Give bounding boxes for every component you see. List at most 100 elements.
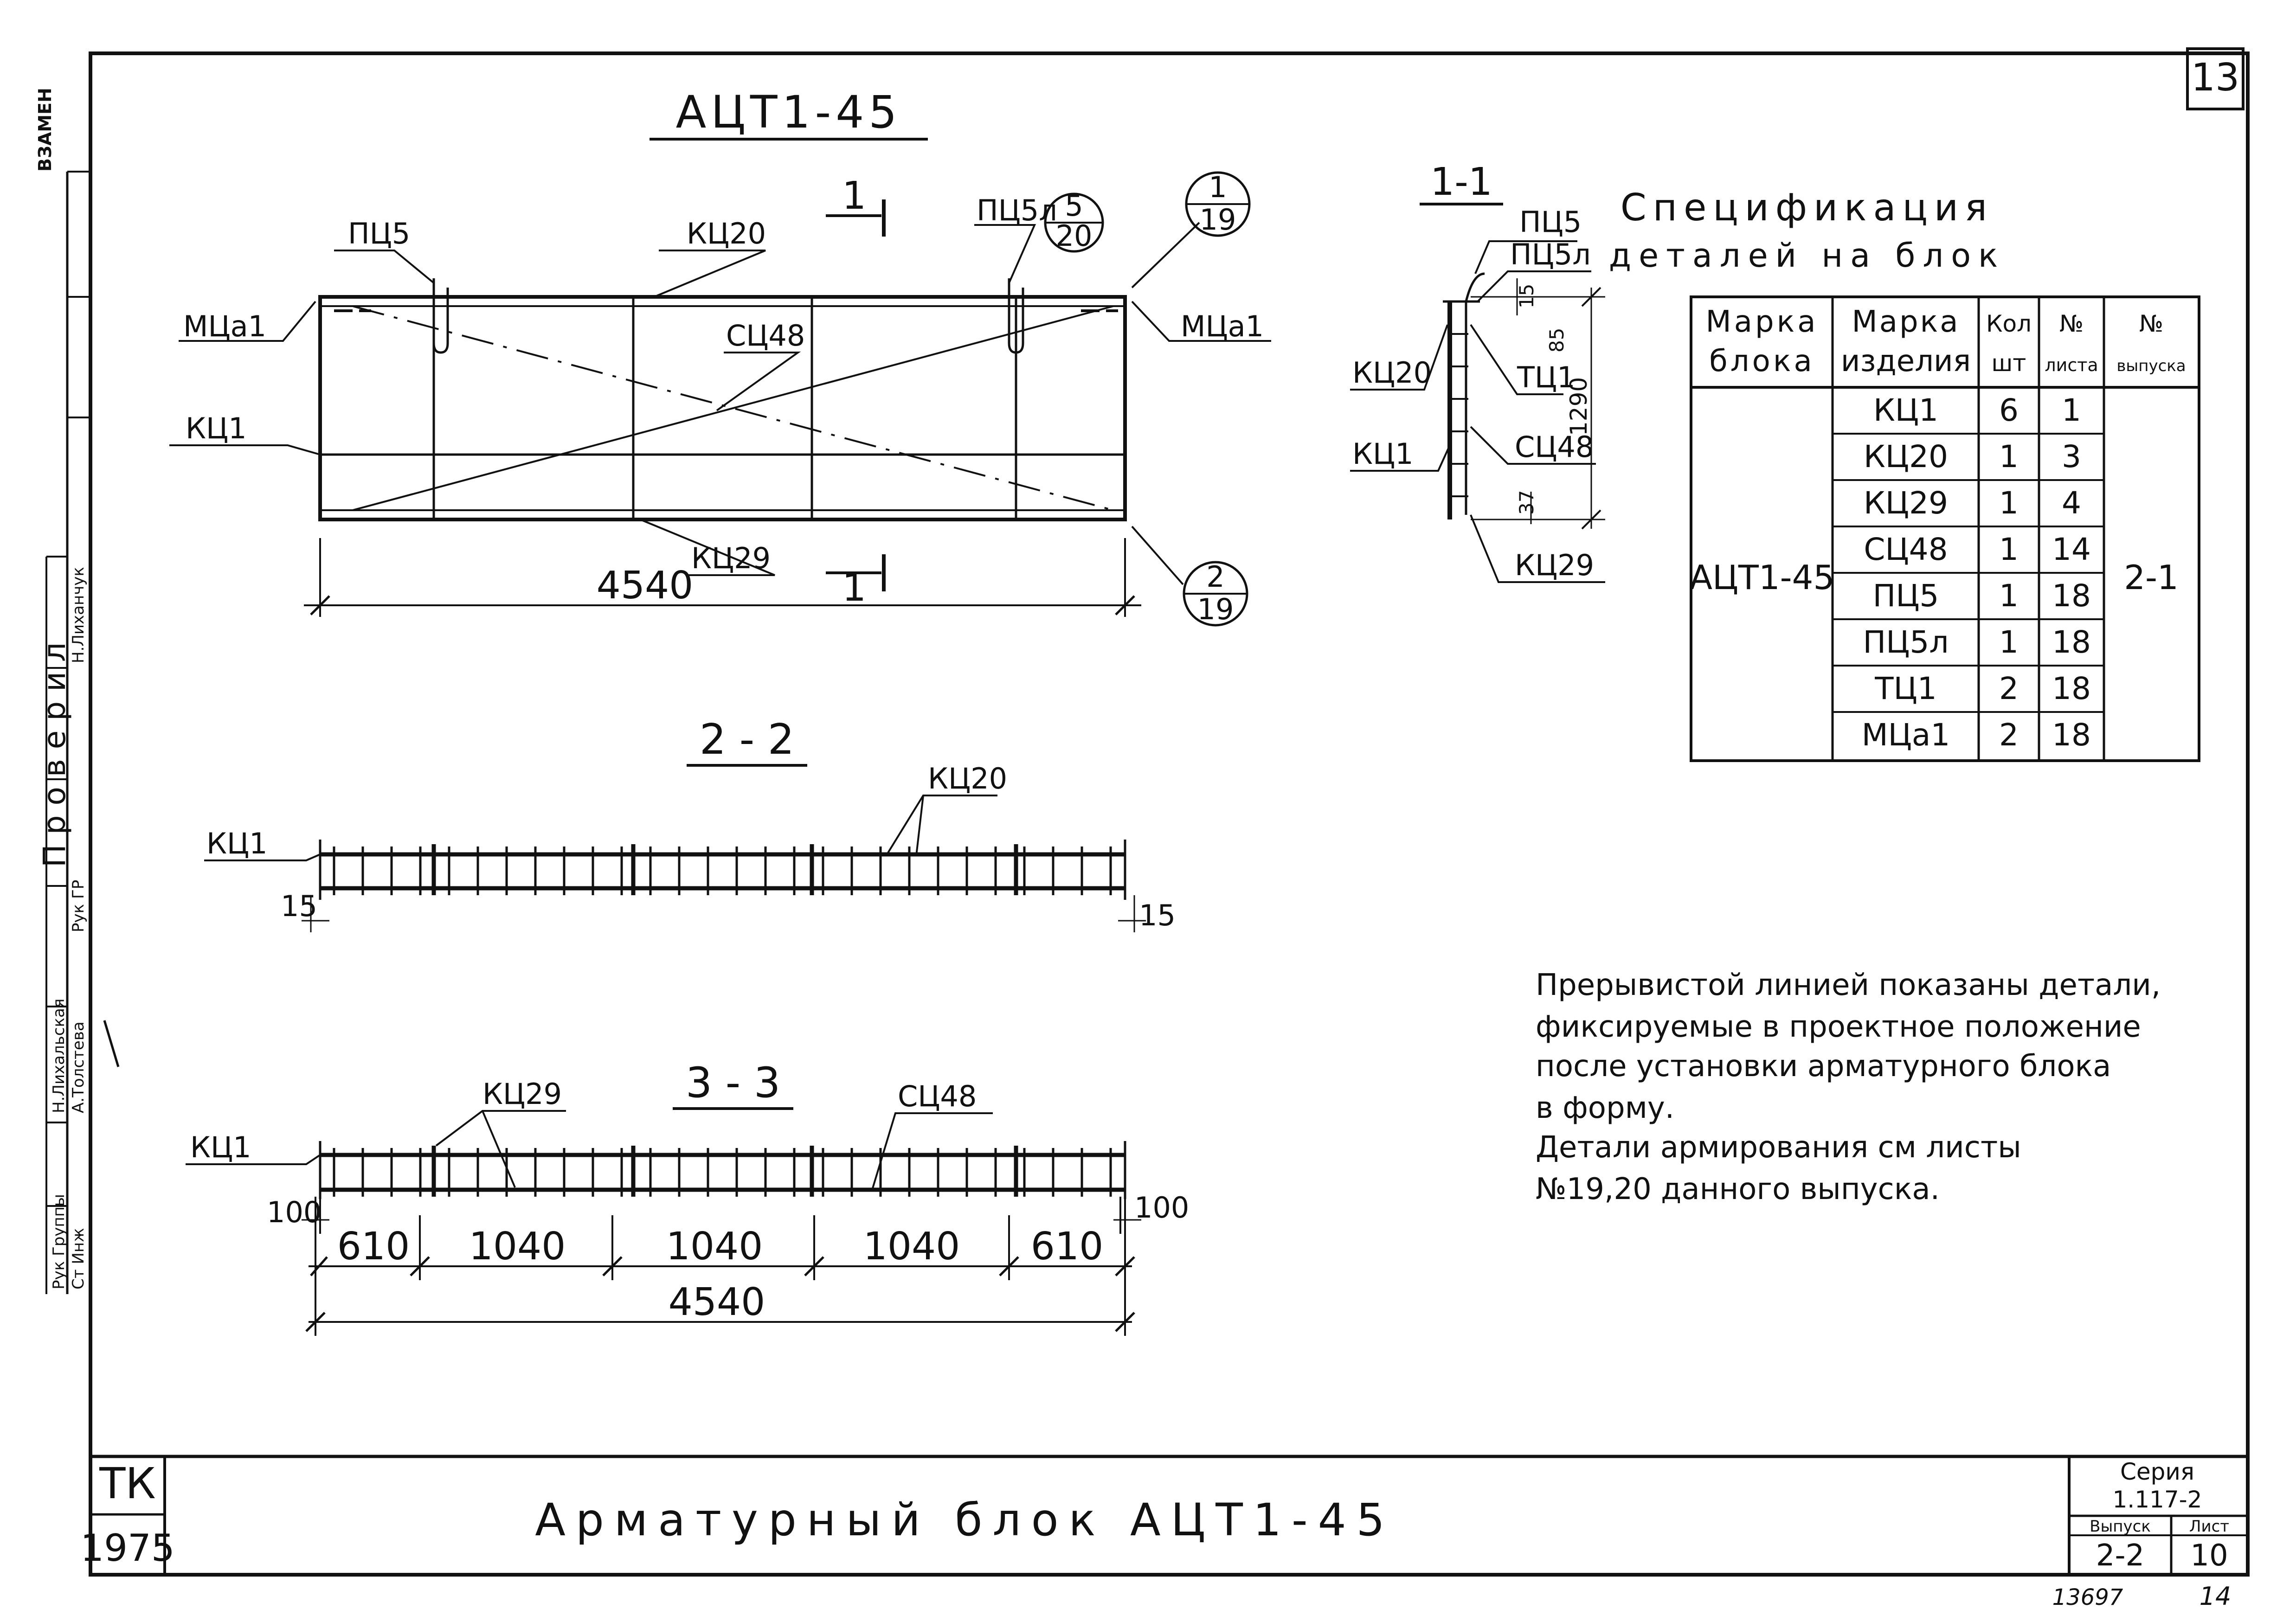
section-3-3-drawing [186,1110,1126,1199]
signer-role: Рук Группы [50,1194,68,1289]
notes-block: Прерывистой линией показаны детали, фикс… [1536,968,2161,1206]
sheet-number: 13 [2191,56,2239,100]
spec-header-sheet-2: листа [2045,355,2098,375]
s11-dim-1290: 1290 [1565,377,1592,436]
spec-cell-qty: 1 [1999,624,2019,660]
signer-name: Н.Лихальская [50,999,68,1113]
note-line: фиксируемые в проектное положение [1536,1010,2141,1044]
section-2-2-cross-bars [333,846,1112,895]
signer-name: А.Толстева [69,1021,88,1113]
label-kc1: КЦ1 [186,411,247,445]
callout-2-19-top: 2 [1206,560,1224,594]
section-cut-marks [826,199,886,591]
spec-cell-sheet: 1 [2062,392,2081,428]
section-mark-top: 1 [842,174,866,218]
callout-1-19 [1185,171,1251,237]
spec-cell-qty: 2 [1999,717,2019,753]
spec-header-block-2: блока [1709,344,1814,378]
s33-dim-segment: 1040 [863,1225,960,1269]
spec-cell-item: СЦ48 [1864,532,1948,567]
s33-dim-segment: 610 [337,1225,410,1269]
label-pc5l: ПЦ5л [977,193,1057,227]
spec-header-issue-1: № [2139,310,2163,337]
spec-cell-sheet: 4 [2062,485,2081,521]
s22-dim-left: 15 [281,889,317,923]
section-mark-bottom: 1 [842,566,866,610]
s11-label-kc29: КЦ29 [1515,548,1594,582]
label-kc20: КЦ20 [687,217,766,250]
s22-dim-right: 15 [1139,898,1176,932]
sheet-label: Лист [2189,1517,2229,1536]
spec-cell-item: ПЦ5л [1863,624,1949,660]
signer-role: Ст Инж [69,1228,88,1289]
label-pc5: ПЦ5 [348,217,410,250]
plan-length-dimension: 4540 [597,564,694,608]
spec-block-value: АЦТ1-45 [1690,558,1835,597]
callout-2-19 [1183,561,1248,627]
spec-cell-sheet: 18 [2052,671,2091,706]
signer-name: Н.Лиханчук [69,567,88,663]
spec-issue-value: 2-1 [2124,558,2179,597]
spec-cell-qty: 1 [1999,532,2019,567]
s11-label-pc5l: ПЦ5л [1510,237,1591,271]
note-line: в форму. [1536,1091,1674,1125]
s33-dim-segment: 1040 [469,1225,566,1269]
label-mca1-right: МЦа1 [1181,309,1264,343]
callout-5-20-bottom: 20 [1056,219,1093,253]
s11-label-sc48: СЦ48 [1515,430,1594,464]
spec-cell-qty: 1 [1999,578,2019,614]
s11-label-tc1: ТЦ1 [1517,360,1575,394]
s11-dim-15: 15 [1515,284,1538,308]
section-3-3-dimensions [302,1197,1141,1336]
s33-label-kc29: КЦ29 [482,1077,562,1111]
spec-header-qty-1: Кол [1986,310,2032,337]
page-number: 14 [2200,1582,2232,1611]
spec-header-qty-2: шт [1992,350,2026,377]
spec-header-item-1: Марка [1852,305,1960,339]
spec-cell-sheet: 14 [2052,532,2091,567]
spec-cell-qty: 6 [1999,392,2019,428]
s33-dim-right: 100 [1134,1191,1189,1225]
spec-title-line1: Спецификация [1621,186,1994,229]
spec-header-item-2: изделия [1841,344,1971,378]
section-1-1-title: 1-1 [1430,160,1492,204]
note-line: Прерывистой линией показаны детали, [1536,968,2161,1002]
sheet-frame [89,47,2250,1577]
stamp-text: ВЗАМЕН [35,88,55,172]
s33-dim-left: 100 [267,1195,322,1229]
s11-label-pc5: ПЦ5 [1519,205,1582,239]
signer-role: Рук ГР [69,880,88,932]
callout-1-19-top: 1 [1209,170,1227,204]
spec-cell-item: МЦа1 [1862,717,1950,753]
org-code: ТК [99,1459,156,1508]
series-value: 1.117-2 [2113,1486,2202,1513]
issue-label: Выпуск [2090,1517,2151,1536]
callout-1-19-bottom: 19 [1200,203,1236,237]
section-1-1-leaders [1350,240,1605,583]
spec-table-grid [1690,295,2200,762]
spec-header-block-1: Марка [1706,305,1819,339]
left-strip [45,171,120,1294]
spec-cell-qty: 1 [1999,485,2019,521]
spec-cell-item: КЦ1 [1873,392,1938,428]
spec-title-line2: деталей на блок [1609,237,2006,275]
note-line: Детали армирования см листы [1536,1130,2021,1165]
section-3-3-cross-bars [333,1148,1112,1197]
s11-dim-37: 37 [1515,490,1538,515]
section-1-1-drawing [1443,272,1605,530]
callout-5-20-top: 5 [1065,189,1083,223]
issue-value: 2-2 [2096,1539,2145,1573]
s22-label-kc20: КЦ20 [928,762,1007,795]
section-3-3-title: 3 - 3 [686,1058,780,1107]
doc-number: 13697 [2052,1584,2123,1610]
sheet-value: 10 [2190,1539,2228,1573]
drawing-title: Арматурный блок АЦТ1-45 [535,1494,1395,1546]
spec-cell-sheet: 3 [2062,439,2081,475]
s33-dim-total: 4540 [669,1280,765,1324]
spec-header-sheet-1: № [2059,310,2084,337]
s11-dim-85: 85 [1545,328,1568,353]
spec-cell-sheet: 18 [2052,624,2091,660]
s33-label-kc1: КЦ1 [190,1130,251,1164]
spec-cell-item: ПЦ5 [1873,578,1939,614]
